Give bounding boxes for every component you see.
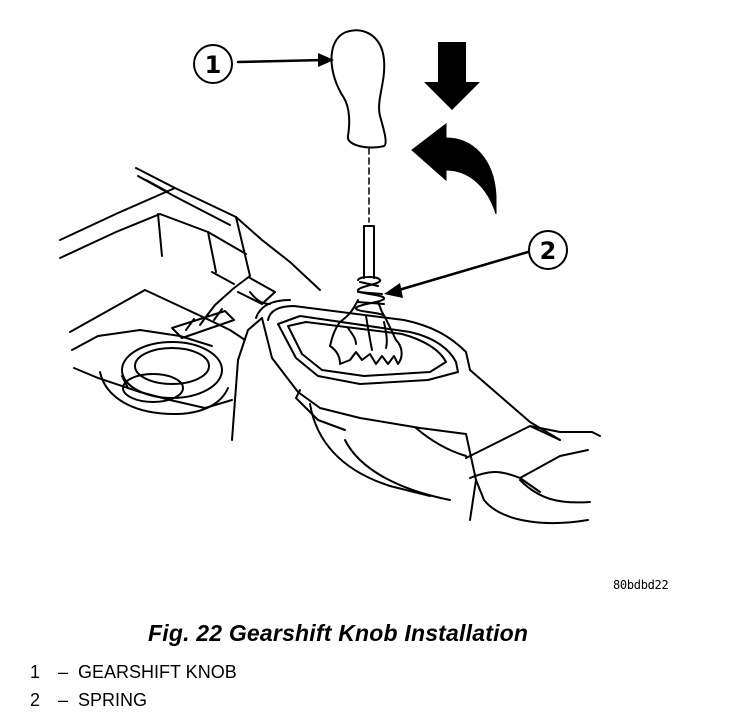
callout-1-number: 1 bbox=[205, 51, 222, 79]
callout-2-arrowhead bbox=[384, 283, 403, 298]
twist-arrow-icon bbox=[411, 122, 497, 215]
legend-item-spring: 2–SPRING bbox=[30, 690, 147, 711]
center-console bbox=[231, 291, 601, 525]
push-down-arrow-icon bbox=[424, 42, 480, 110]
cup-holder bbox=[99, 341, 229, 416]
dashboard-panel bbox=[59, 167, 321, 409]
gearshift-diagram: 1 2 bbox=[59, 29, 601, 525]
shifter-boot bbox=[329, 299, 403, 365]
legend-number: 2 bbox=[30, 690, 41, 710]
callout-1-leader bbox=[236, 58, 326, 64]
gearshift-knob bbox=[330, 29, 387, 149]
legend-number: 1 bbox=[30, 662, 41, 682]
callout-1-circle bbox=[193, 44, 233, 84]
callout-2-leader bbox=[390, 250, 530, 294]
legend-item-gearshift-knob: 1–GEARSHIFT KNOB bbox=[30, 662, 237, 683]
spring bbox=[354, 276, 386, 317]
legend-label: SPRING bbox=[78, 690, 148, 710]
shift-lever bbox=[363, 225, 375, 279]
callout-2-circle bbox=[528, 230, 568, 270]
legend-label: GEARSHIFT KNOB bbox=[78, 662, 237, 682]
legend-dash: – bbox=[57, 662, 68, 682]
image-code: 80bdbd22 bbox=[613, 578, 669, 592]
callout-2-number: 2 bbox=[540, 237, 557, 265]
figure-caption: Fig. 22 Gearshift Knob Installation bbox=[148, 620, 529, 646]
legend-dash: – bbox=[57, 690, 68, 710]
callout-1-arrowhead bbox=[318, 53, 334, 67]
